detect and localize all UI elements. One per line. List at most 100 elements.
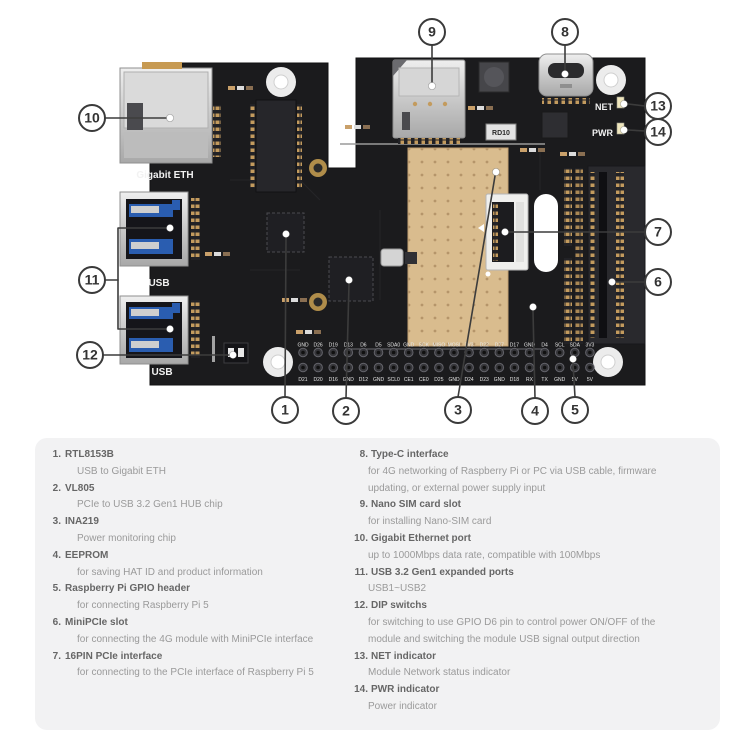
callout-circle <box>644 218 672 246</box>
callout-9: 9 <box>418 18 446 91</box>
gpio-pin-label-bottom: CE1 <box>404 377 414 383</box>
gpio-pin-label-top: D27 <box>495 343 504 349</box>
gpio-pin-label-bottom: RX <box>526 377 534 383</box>
gpio-pin-label-top: MISO <box>433 343 446 349</box>
power-chip <box>541 111 569 139</box>
legend-item-description: for connecting to the PCIe interface of … <box>77 667 314 679</box>
callout-number: 7 <box>654 224 662 240</box>
gpio-pin-label-top: D17 <box>510 343 519 349</box>
gpio-pin-label-top: D6 <box>360 343 367 349</box>
callout-5: 5 <box>561 354 589 424</box>
callout-target-dot <box>281 229 290 238</box>
gpio-pin-label-top: D22 <box>480 343 489 349</box>
usb1-label: USB <box>148 278 169 289</box>
rd10-component <box>485 123 517 141</box>
usb2-label: USB <box>151 367 172 378</box>
eth-label: Gigabit ETH <box>136 170 193 181</box>
gpio-pin-label-top: D13 <box>344 343 353 349</box>
legend-item-description: module and switching the module USB sign… <box>368 633 640 645</box>
legend-item-title: 1.RTL8153B <box>52 449 114 460</box>
legend-item-description: Module Network status indicator <box>368 667 511 679</box>
legend-item-title: 2.VL805 <box>52 482 95 494</box>
callout-circle <box>78 104 106 132</box>
callout-target-dot <box>529 302 538 311</box>
callout-12: 12 <box>76 341 237 369</box>
gpio-pin-label-top: D5 <box>375 343 382 349</box>
callout-number: 1 <box>281 402 289 418</box>
crystal <box>380 248 404 267</box>
callout-circle <box>78 266 106 294</box>
callout-circle <box>644 118 672 146</box>
callout-number: 4 <box>531 403 539 419</box>
gpio-pin-label-bottom: D16 <box>329 377 338 383</box>
net-label: NET <box>595 102 614 112</box>
gpio-pin-label-top: 3V3 <box>585 343 594 349</box>
legend-item-description: PCIe to USB 3.2 Gen1 HUB chip <box>77 499 223 511</box>
callout-circle <box>418 18 446 46</box>
callout-target-dot <box>608 277 617 286</box>
legend-item-title: 11.USB 3.2 Gen1 expanded ports <box>354 566 514 578</box>
legend-item-4: 4.EEPROM for saving HAT ID and product in… <box>47 548 347 582</box>
gpio-pin-label-bottom: SCL0 <box>387 377 400 383</box>
legend-item-title: 4.EEPROM <box>52 549 109 561</box>
gpio-pin-label-top: GND <box>403 343 415 349</box>
legend-item-description: Power indicator <box>368 700 437 712</box>
callout-circle <box>521 397 549 425</box>
gpio-pin-label-bottom: 5V <box>587 377 594 383</box>
gpio-pin-label-bottom: GND <box>448 377 460 383</box>
legend-item-title: 14.PWR indicator <box>354 684 440 696</box>
ethernet-port <box>119 62 221 164</box>
callout-number: 11 <box>85 272 100 288</box>
legend-item-title: 7.16PIN PCIe interface <box>52 650 163 662</box>
legend-item-description: for connecting the 4G module with MiniPC… <box>77 633 314 645</box>
gpio-pin-label-bottom: D21 <box>298 377 307 383</box>
callout-3: 3 <box>444 167 500 424</box>
legend-item-description: Power monitoring chip <box>77 532 176 544</box>
inductor <box>478 61 510 93</box>
legend-item-description: for saving HAT ID and product informatio… <box>77 566 263 578</box>
usb-port-2 <box>119 295 200 365</box>
mini-pcie-slot <box>564 165 646 345</box>
callout-number: 10 <box>84 110 100 126</box>
small-chip <box>405 252 417 264</box>
gpio-pin-label-bottom: D24 <box>465 377 474 383</box>
legend-item-title: 10.Gigabit Ethernet port <box>354 532 471 544</box>
callout-target-dot <box>620 126 629 135</box>
gpio-pin-label-bottom: D18 <box>510 377 519 383</box>
legend-item-title: 8.Type-C interface <box>359 449 449 460</box>
rd10-label: RD10 <box>492 130 510 137</box>
callout-number: 3 <box>454 402 462 418</box>
gpio-pin-label-top: SCK <box>419 343 430 349</box>
type-c-port <box>538 53 594 104</box>
callout-target-dot <box>165 324 174 333</box>
legend-item-title: 6.MiniPCIe slot <box>52 616 128 628</box>
callout-2: 2 <box>332 275 360 425</box>
gpio-pin-label-bottom: D23 <box>480 377 489 383</box>
gpio-header: GNDD21D26D20D19D16D13GNDD6D12D5GNDSDA0SC… <box>297 343 595 383</box>
callout-number: 9 <box>428 24 436 40</box>
gpio-pin-label-top: D4 <box>541 343 548 349</box>
gpio-pin-label-bottom: D25 <box>434 377 443 383</box>
gpio-pin-label-bottom: D20 <box>314 377 323 383</box>
gpio-pin-label-top: SDA0 <box>387 343 400 349</box>
callout-circle <box>332 397 360 425</box>
legend-item-title: 12.DIP switchs <box>354 600 427 612</box>
callout-number: 14 <box>650 124 666 140</box>
callout-circle <box>271 396 299 424</box>
callout-target-dot <box>491 167 500 176</box>
legend-item-title: 5.Raspberry Pi GPIO header <box>52 583 191 595</box>
sim-card-slot <box>392 59 466 144</box>
callout-target-dot <box>165 114 174 123</box>
callout-6: 6 <box>608 268 672 296</box>
callout-11: 11 <box>78 223 174 333</box>
